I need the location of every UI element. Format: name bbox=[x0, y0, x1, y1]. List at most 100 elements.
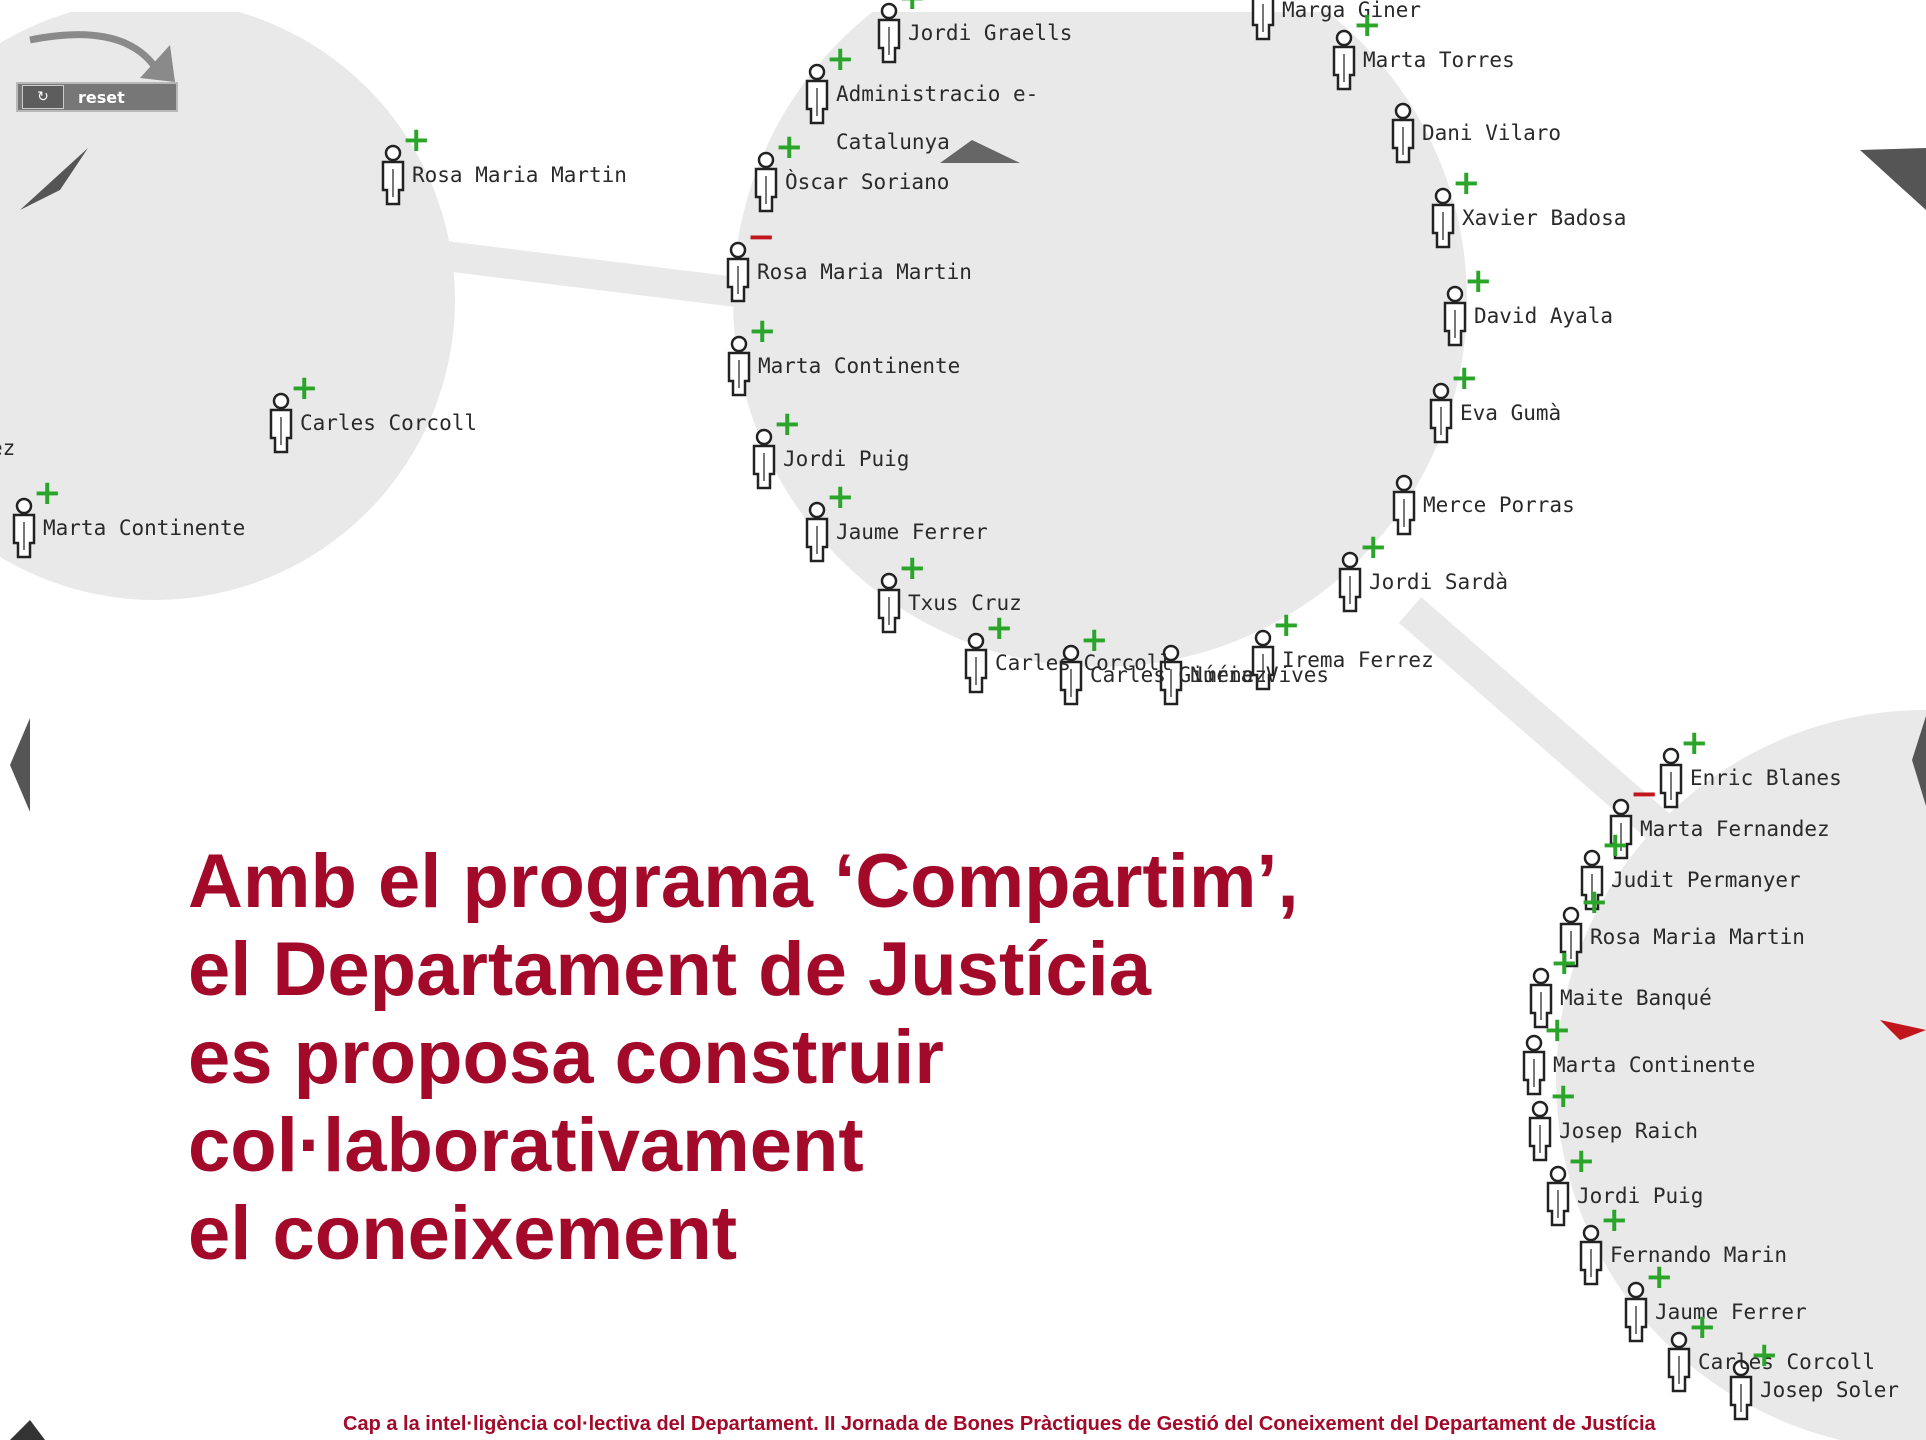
expand-plus-icon[interactable]: + bbox=[1450, 358, 1479, 398]
person-icon[interactable] bbox=[1667, 1331, 1691, 1393]
person-icon[interactable] bbox=[1546, 1165, 1570, 1227]
expand-plus-icon[interactable]: + bbox=[1601, 825, 1630, 865]
person-icon[interactable] bbox=[1659, 747, 1683, 809]
nav-arrow-up-right-icon[interactable] bbox=[1860, 148, 1926, 210]
person-icon[interactable] bbox=[269, 392, 293, 454]
person-icon[interactable] bbox=[805, 63, 829, 125]
expand-plus-icon[interactable]: + bbox=[1359, 527, 1388, 567]
expand-plus-icon[interactable]: + bbox=[1550, 943, 1579, 983]
expand-plus-icon[interactable]: + bbox=[1353, 5, 1382, 45]
nav-arrow-up-left-icon[interactable] bbox=[20, 148, 88, 210]
person-icon[interactable] bbox=[1392, 474, 1416, 536]
right-cluster-node-label[interactable]: Marta Continente bbox=[1553, 1053, 1756, 1077]
expand-plus-icon[interactable]: + bbox=[1645, 1257, 1674, 1297]
left-cluster-node-label[interactable]: Rosa Maria Martin bbox=[412, 163, 627, 187]
person-icon[interactable] bbox=[752, 428, 776, 490]
expand-plus-icon[interactable]: + bbox=[402, 120, 431, 160]
center-cluster-node-label[interactable]: Carles Giménez bbox=[1090, 663, 1268, 687]
center-cluster-node-label[interactable]: Rosa Maria Martin bbox=[757, 260, 972, 284]
expand-plus-icon[interactable]: + bbox=[33, 473, 62, 513]
person-icon[interactable] bbox=[877, 2, 901, 64]
center-cluster-node-label[interactable]: David Ayala bbox=[1474, 304, 1614, 328]
center-cluster-node-label[interactable]: Marta Continente bbox=[758, 354, 961, 378]
expand-plus-icon[interactable]: + bbox=[898, 0, 927, 15]
right-cluster-node-label[interactable]: Judit Permanyer bbox=[1611, 868, 1801, 892]
person-icon[interactable] bbox=[726, 241, 750, 303]
right-cluster-node-label[interactable]: Josep Raich bbox=[1559, 1119, 1699, 1143]
center-cluster-node-label[interactable]: Òscar Soriano bbox=[785, 170, 950, 194]
right-cluster-node-label[interactable]: Enric Blanes bbox=[1690, 766, 1842, 790]
person-icon[interactable] bbox=[1729, 1359, 1753, 1421]
expand-plus-icon[interactable]: + bbox=[1600, 1200, 1629, 1240]
expand-plus-icon[interactable]: + bbox=[826, 39, 855, 79]
right-cluster-node-label[interactable]: Marta Fernandez bbox=[1640, 817, 1830, 841]
right-cluster-node-label[interactable]: Fernando Marin bbox=[1610, 1243, 1788, 1267]
expand-plus-icon[interactable]: + bbox=[1543, 1010, 1572, 1050]
person-icon[interactable] bbox=[1059, 644, 1083, 706]
center-cluster-node-label[interactable]: Marga Giner bbox=[1282, 0, 1422, 22]
person-icon[interactable] bbox=[1522, 1034, 1546, 1096]
expand-plus-icon[interactable]: + bbox=[985, 608, 1014, 648]
person-icon[interactable] bbox=[1559, 906, 1583, 968]
expand-plus-icon[interactable]: + bbox=[1750, 1335, 1779, 1375]
right-cluster-node-label[interactable]: Maite Banqué bbox=[1560, 986, 1712, 1010]
person-icon[interactable] bbox=[381, 144, 405, 206]
person-icon[interactable] bbox=[12, 497, 36, 559]
person-icon[interactable] bbox=[964, 632, 988, 694]
center-cluster-node-label[interactable]: Jordi Puig bbox=[783, 447, 910, 471]
nav-arrow-right-icon[interactable] bbox=[1912, 716, 1926, 806]
expand-plus-icon[interactable]: + bbox=[1580, 882, 1609, 922]
right-cluster-node-label[interactable]: Rosa Maria Martin bbox=[1590, 925, 1805, 949]
center-cluster-node-label[interactable]: Jordi Sardà bbox=[1369, 570, 1509, 594]
expand-plus-icon[interactable]: + bbox=[748, 311, 777, 351]
person-icon[interactable] bbox=[1529, 967, 1553, 1029]
collapse-minus-icon[interactable]: − bbox=[747, 217, 776, 257]
person-icon[interactable] bbox=[1431, 187, 1455, 249]
expand-plus-icon[interactable]: + bbox=[1688, 1307, 1717, 1347]
collapse-minus-icon[interactable]: − bbox=[1630, 774, 1659, 814]
expand-plus-icon[interactable]: + bbox=[775, 127, 804, 167]
expand-plus-icon[interactable]: + bbox=[1549, 1076, 1578, 1116]
person-icon[interactable] bbox=[1579, 1224, 1603, 1286]
center-cluster-node-label[interactable]: Txus Cruz bbox=[908, 591, 1022, 615]
person-icon[interactable] bbox=[1443, 285, 1467, 347]
person-icon[interactable] bbox=[1159, 644, 1183, 706]
nav-arrow-down-left-icon[interactable] bbox=[10, 1420, 45, 1440]
expand-plus-icon[interactable]: + bbox=[290, 368, 319, 408]
expand-plus-icon[interactable]: + bbox=[1272, 605, 1301, 645]
expand-plus-icon[interactable]: + bbox=[1080, 620, 1109, 660]
center-cluster-node-label[interactable]: Jaume Ferrer bbox=[836, 520, 988, 544]
person-icon[interactable] bbox=[1251, 0, 1275, 41]
right-cluster-node-label[interactable]: Josep Soler bbox=[1760, 1378, 1900, 1402]
center-cluster-node-label[interactable]: Jordi Graells bbox=[908, 21, 1073, 45]
person-icon[interactable] bbox=[1609, 798, 1633, 860]
left-cluster-node-label[interactable]: Marta Continente bbox=[43, 516, 246, 540]
person-icon[interactable] bbox=[805, 501, 829, 563]
person-icon[interactable] bbox=[1332, 29, 1356, 91]
person-icon[interactable] bbox=[727, 335, 751, 397]
right-cluster-node-label[interactable]: Jordi Puig bbox=[1577, 1184, 1704, 1208]
center-cluster-node-label[interactable]: Dani Vilaro bbox=[1422, 121, 1562, 145]
right-cluster-node-label[interactable]: Jaume Ferrer bbox=[1655, 1300, 1807, 1324]
right-cluster-node-label[interactable]: Carles Corcoll bbox=[1698, 1350, 1876, 1374]
expand-plus-icon[interactable]: + bbox=[1464, 261, 1493, 301]
left-cluster-node-label[interactable]: Carles Corcoll bbox=[300, 411, 478, 435]
person-icon[interactable] bbox=[1624, 1281, 1648, 1343]
center-cluster-node-label[interactable]: Merce Porras bbox=[1423, 493, 1575, 517]
center-cluster-node-label[interactable]: Irema Ferrez bbox=[1282, 648, 1434, 672]
reset-button[interactable]: ↻ reset bbox=[16, 82, 178, 112]
person-icon[interactable] bbox=[877, 572, 901, 634]
person-icon[interactable] bbox=[754, 151, 778, 213]
left-cluster-node-label[interactable]: ez bbox=[0, 436, 16, 460]
person-icon[interactable] bbox=[1429, 382, 1453, 444]
center-cluster-node-label[interactable]: Xavier Badosa bbox=[1462, 206, 1627, 230]
center-cluster-node-label[interactable]: Marta Torres bbox=[1363, 48, 1515, 72]
center-cluster-node-label[interactable]: Catalunya bbox=[836, 130, 950, 154]
nav-arrow-left-icon[interactable] bbox=[10, 718, 30, 812]
person-icon[interactable] bbox=[1528, 1100, 1552, 1162]
person-icon[interactable] bbox=[1251, 629, 1275, 691]
person-icon[interactable] bbox=[1391, 102, 1415, 164]
center-cluster-node-label[interactable]: Eva Gumà bbox=[1460, 401, 1562, 425]
expand-plus-icon[interactable]: + bbox=[1680, 723, 1709, 763]
